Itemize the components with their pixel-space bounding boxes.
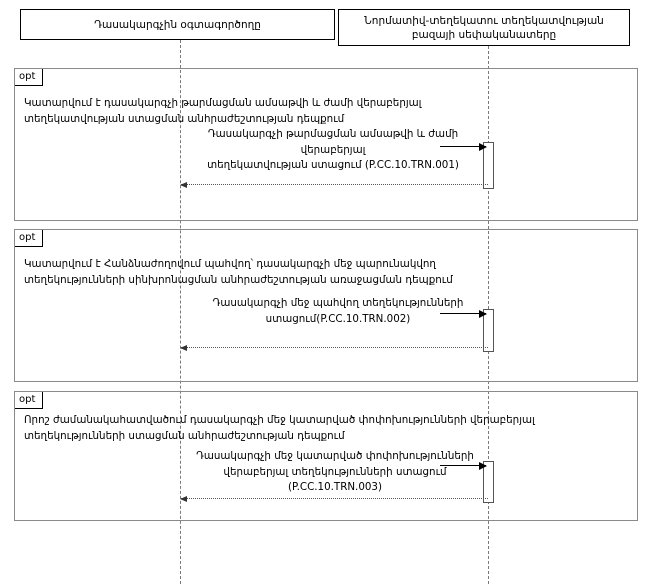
participant-box-owner[interactable]: Նորմատիվ-տեղեկատու տեղեկատվության բազայի… xyxy=(338,9,630,46)
lifeline-user xyxy=(180,40,181,584)
opt-fragment-2-guard: Կատարվում է Հանձնաժողովում պահվող՝ դասակ… xyxy=(24,257,504,288)
return-arrow-1 xyxy=(180,182,488,188)
opt-fragment-1-tag: opt xyxy=(15,69,44,86)
return-arrow-3 xyxy=(180,496,488,502)
opt-fragment-3-guard: Որոշ ժամանակահատվածում դասակարգչի մեջ կա… xyxy=(24,413,624,444)
message-line: տեղեկատվության ստացում (P.CC.10.TRN.001) xyxy=(207,159,459,171)
message-line: Դասակարգչի մեջ պահվող տեղեկությունների xyxy=(212,297,464,309)
participant-label-user: Դասակարգչին օգտագործողը xyxy=(94,18,261,31)
call-arrow-3 xyxy=(440,462,487,470)
return-arrow-2 xyxy=(180,345,488,351)
participant-box-user[interactable]: Դասակարգչին օգտագործողը xyxy=(20,9,335,40)
guard-line: Կատարվում է դասակարգչի թարմացման ամսաթվի… xyxy=(24,97,422,109)
activation-bar-2 xyxy=(483,309,494,352)
guard-line: Որոշ ժամանակահատվածում դասակարգչի մեջ կա… xyxy=(24,414,535,426)
message-line: ստացում(P.CC.10.TRN.002) xyxy=(265,312,411,325)
opt-fragment-2[interactable]: opt xyxy=(14,229,638,382)
opt-fragment-3[interactable]: opt xyxy=(14,391,638,521)
message-line: Դասակարգչի մեջ կատարված փոփոխությունների xyxy=(196,450,474,462)
message-line: վերաբերյալ տեղեկությունների ստացում (P.C… xyxy=(223,465,447,494)
guard-line: տեղեկությունների սինխրոնացման անհրաժեշտո… xyxy=(24,273,453,286)
guard-line: տեղեկությունների ստացման անհրաժեշտության… xyxy=(24,429,345,442)
participant-label-owner: Նորմատիվ-տեղեկատու տեղեկատվության բազայի… xyxy=(364,14,604,41)
message-label-1: Դասակարգչի թարմացման ամսաթվի և ժամի վերա… xyxy=(178,127,488,174)
message-label-3: Դասակարգչի մեջ կատարված փոփոխությունների… xyxy=(182,449,488,496)
guard-line: Կատարվում է Հանձնաժողովում պահվող՝ դասակ… xyxy=(24,258,436,270)
message-label-2: Դասակարգչի մեջ պահվող տեղեկությունների ս… xyxy=(188,296,488,327)
activation-bar-1 xyxy=(483,142,494,189)
call-arrow-2 xyxy=(440,310,487,318)
activation-bar-3 xyxy=(483,461,494,503)
opt-fragment-3-tag: opt xyxy=(15,392,44,409)
opt-fragment-1-guard: Կատարվում է դասակարգչի թարմացման ամսաթվի… xyxy=(24,96,444,127)
message-line: Դասակարգչի թարմացման ամսաթվի և ժամի վերա… xyxy=(207,128,459,156)
opt-fragment-2-tag: opt xyxy=(15,230,44,247)
opt-fragment-1[interactable]: opt xyxy=(14,68,638,221)
call-arrow-1 xyxy=(440,143,487,151)
guard-line: տեղեկատվության ստացման անհրաժեշտության դ… xyxy=(24,112,345,125)
